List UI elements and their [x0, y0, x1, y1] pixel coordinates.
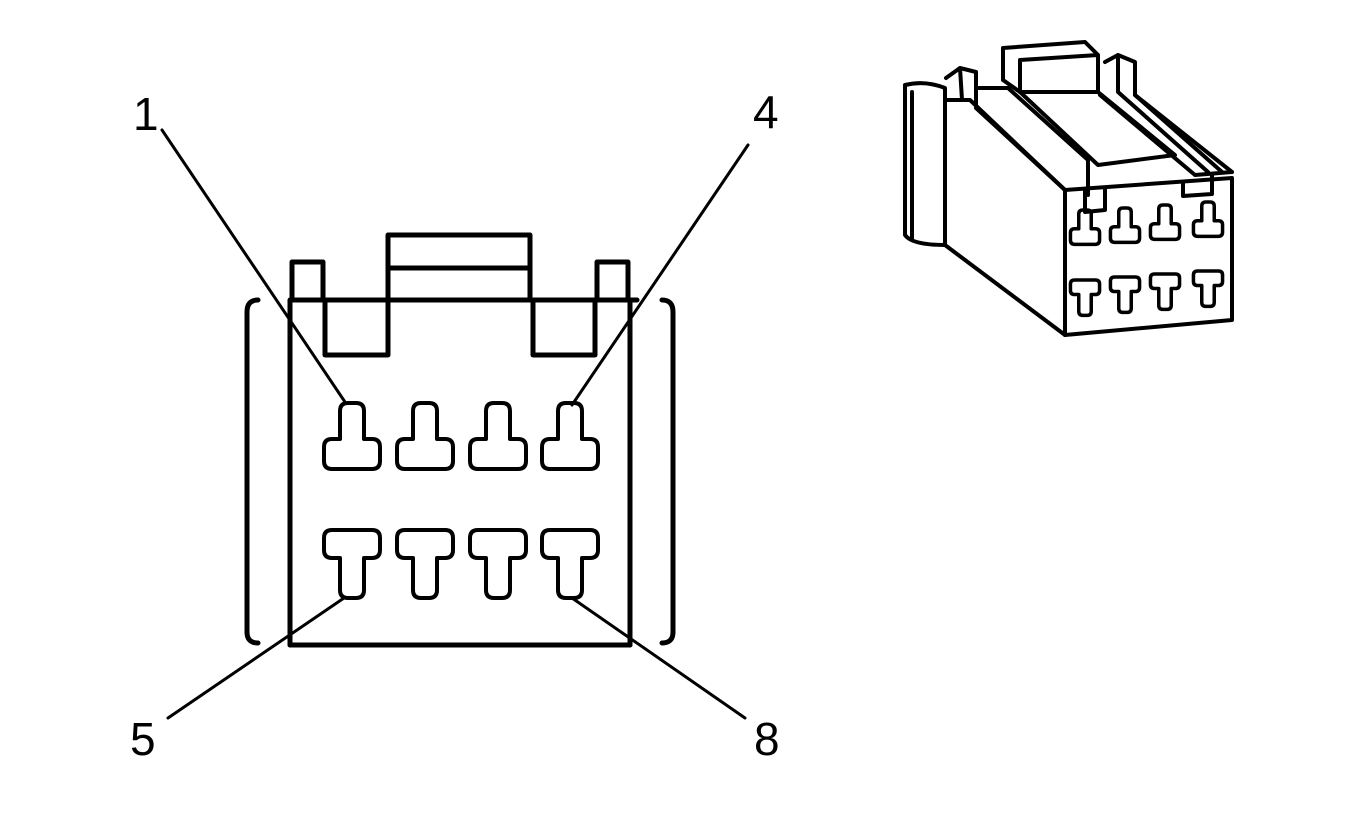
pin-label-4: 4	[753, 86, 779, 138]
leader-lines	[160, 128, 750, 720]
pin-cavity-4	[540, 401, 600, 471]
iso-right-ledge	[1098, 93, 1234, 177]
right-latch	[594, 259, 631, 303]
pin-cavity-5	[322, 528, 382, 600]
pin-label-5: 5	[130, 713, 156, 765]
iso-right-post	[1103, 53, 1224, 174]
pin-cavity-3	[468, 401, 528, 471]
iso-pin-cavities	[1068, 200, 1225, 318]
right-bracket	[659, 297, 676, 646]
leader-line-1	[160, 128, 347, 404]
front-pin-cavities	[322, 401, 600, 600]
pin-cavity-2	[395, 401, 455, 471]
right-recess	[530, 297, 598, 358]
pin-cavity-1	[322, 401, 382, 471]
iso-pin-cavity-1	[1068, 208, 1102, 247]
pin-cavity-6	[395, 528, 455, 600]
iso-pin-cavity-3	[1148, 203, 1182, 242]
pin-label-8: 8	[754, 713, 780, 765]
leader-line-5	[166, 596, 346, 720]
connector-isometric-view	[903, 40, 1234, 337]
pin-cavity-7	[468, 528, 528, 600]
iso-pin-cavity-7	[1148, 272, 1182, 312]
iso-pin-cavity-8	[1191, 269, 1225, 309]
pin-cavity-8	[540, 528, 600, 600]
leader-line-4	[570, 143, 750, 407]
iso-tab-ramp	[1018, 90, 1177, 167]
iso-top-rail	[974, 86, 1090, 197]
iso-pin-cavity-6	[1108, 275, 1142, 315]
iso-front-groove	[1083, 174, 1214, 214]
top-locking-tab	[385, 232, 533, 303]
iso-front-face	[1063, 176, 1234, 337]
left-recess	[322, 297, 391, 358]
iso-raised-tab	[1001, 40, 1100, 94]
connector-front-view	[244, 232, 676, 648]
left-bracket	[244, 297, 261, 646]
iso-pin-cavity-2	[1108, 206, 1142, 245]
leader-line-8	[570, 596, 747, 720]
iso-pin-cavity-5	[1068, 278, 1102, 318]
left-latch	[289, 259, 326, 303]
pin-label-1: 1	[133, 88, 159, 140]
iso-pin-cavity-4	[1191, 200, 1225, 239]
